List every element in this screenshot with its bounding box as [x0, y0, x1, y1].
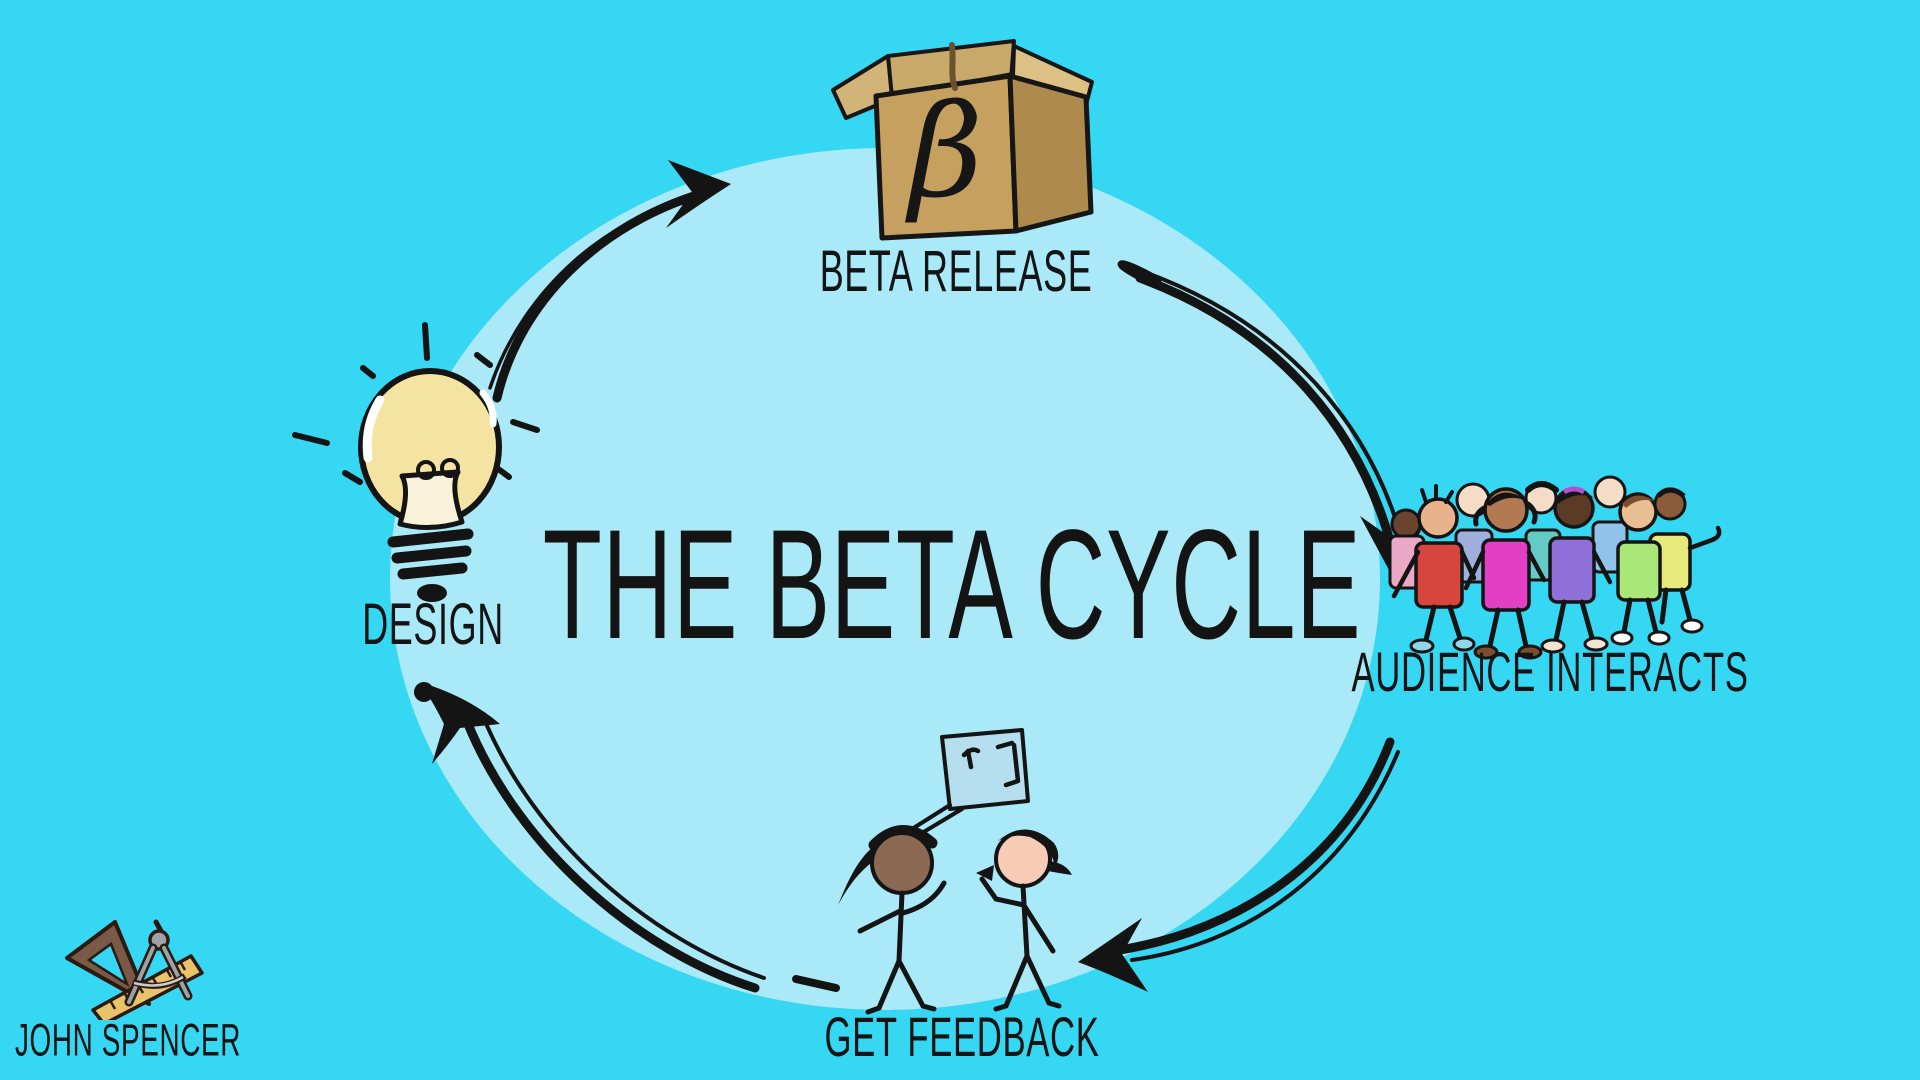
feedback-conversation-icon: [838, 728, 1072, 1015]
arrow-audience-to-feedback: [1078, 737, 1400, 992]
quote-marks-icon: [961, 740, 1021, 788]
arrow-feedback-to-design: [414, 682, 840, 993]
stage-label-beta-release: BETA RELEASE: [819, 239, 1093, 304]
stage-label-audience-interacts: AUDIENCE INTERACTS: [1351, 640, 1749, 703]
arrow-design-to-beta: [488, 160, 731, 403]
speech-bubble-icon: [910, 728, 1030, 835]
person-left: [838, 825, 947, 1015]
stage-label-design: DESIGN: [362, 592, 504, 657]
lightbulb-icon: [292, 322, 540, 602]
compass-icon: [124, 919, 193, 1007]
triangle-icon: [65, 920, 151, 1006]
drafting-tools-logo-icon: [65, 919, 204, 1020]
audience-crowd-icon: [1388, 475, 1722, 660]
attribution-name: JOHN SPENCER: [14, 1014, 242, 1066]
stage-label-get-feedback: GET FEEDBACK: [824, 1005, 1100, 1068]
diagram-title: THE BETA CYCLE: [542, 498, 1362, 672]
beta-box-icon: β: [831, 39, 1094, 241]
beta-symbol: β: [905, 78, 983, 227]
person-right: [976, 829, 1072, 1012]
